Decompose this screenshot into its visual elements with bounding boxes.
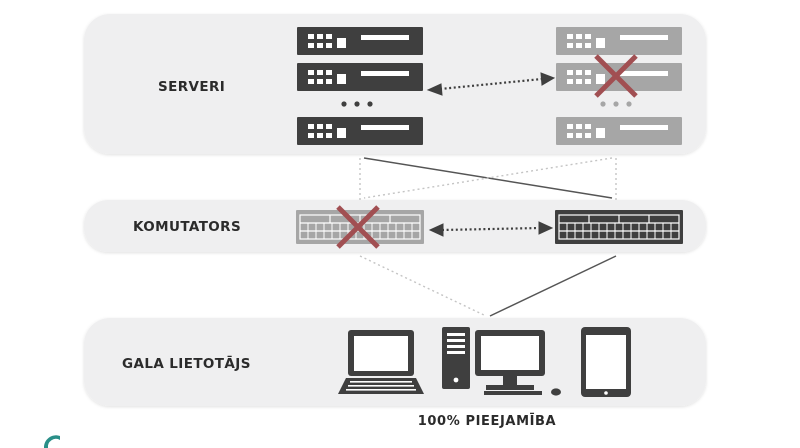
link-switch-left-to-users bbox=[359, 255, 487, 317]
server-rack-icon bbox=[297, 63, 423, 91]
desktop-computer-icon bbox=[442, 327, 561, 396]
laptop-icon bbox=[338, 330, 424, 394]
server-rack-icon bbox=[556, 117, 682, 145]
tablet-icon bbox=[581, 327, 631, 397]
end-users-tier-label: GALA LIETOTĀJS bbox=[122, 354, 251, 372]
ellipsis-icon bbox=[600, 101, 632, 107]
server-rack-icon bbox=[556, 27, 682, 55]
switch-user-links bbox=[359, 255, 617, 317]
end-user-devices bbox=[338, 327, 631, 397]
server-group-left bbox=[297, 27, 423, 145]
corner-logo-fragment bbox=[43, 435, 60, 448]
network-switch-icon bbox=[554, 209, 684, 245]
server-group-right bbox=[556, 27, 682, 145]
servers-tier-label: SERVERI bbox=[158, 79, 225, 95]
switches-tier-label: KOMUTATORS bbox=[133, 219, 241, 235]
server-rack-icon bbox=[297, 27, 423, 55]
server-switch-links bbox=[359, 157, 617, 200]
server-rack-icon bbox=[297, 117, 423, 145]
bidirectional-arrow-icon bbox=[426, 72, 556, 96]
link-server-right-to-switch-left bbox=[363, 157, 613, 199]
availability-caption: 100% PIEEJAMĪBA bbox=[418, 414, 556, 429]
bidirectional-arrow-icon bbox=[428, 221, 554, 237]
link-switch-right-to-users bbox=[489, 255, 617, 317]
ellipsis-icon bbox=[341, 101, 373, 107]
